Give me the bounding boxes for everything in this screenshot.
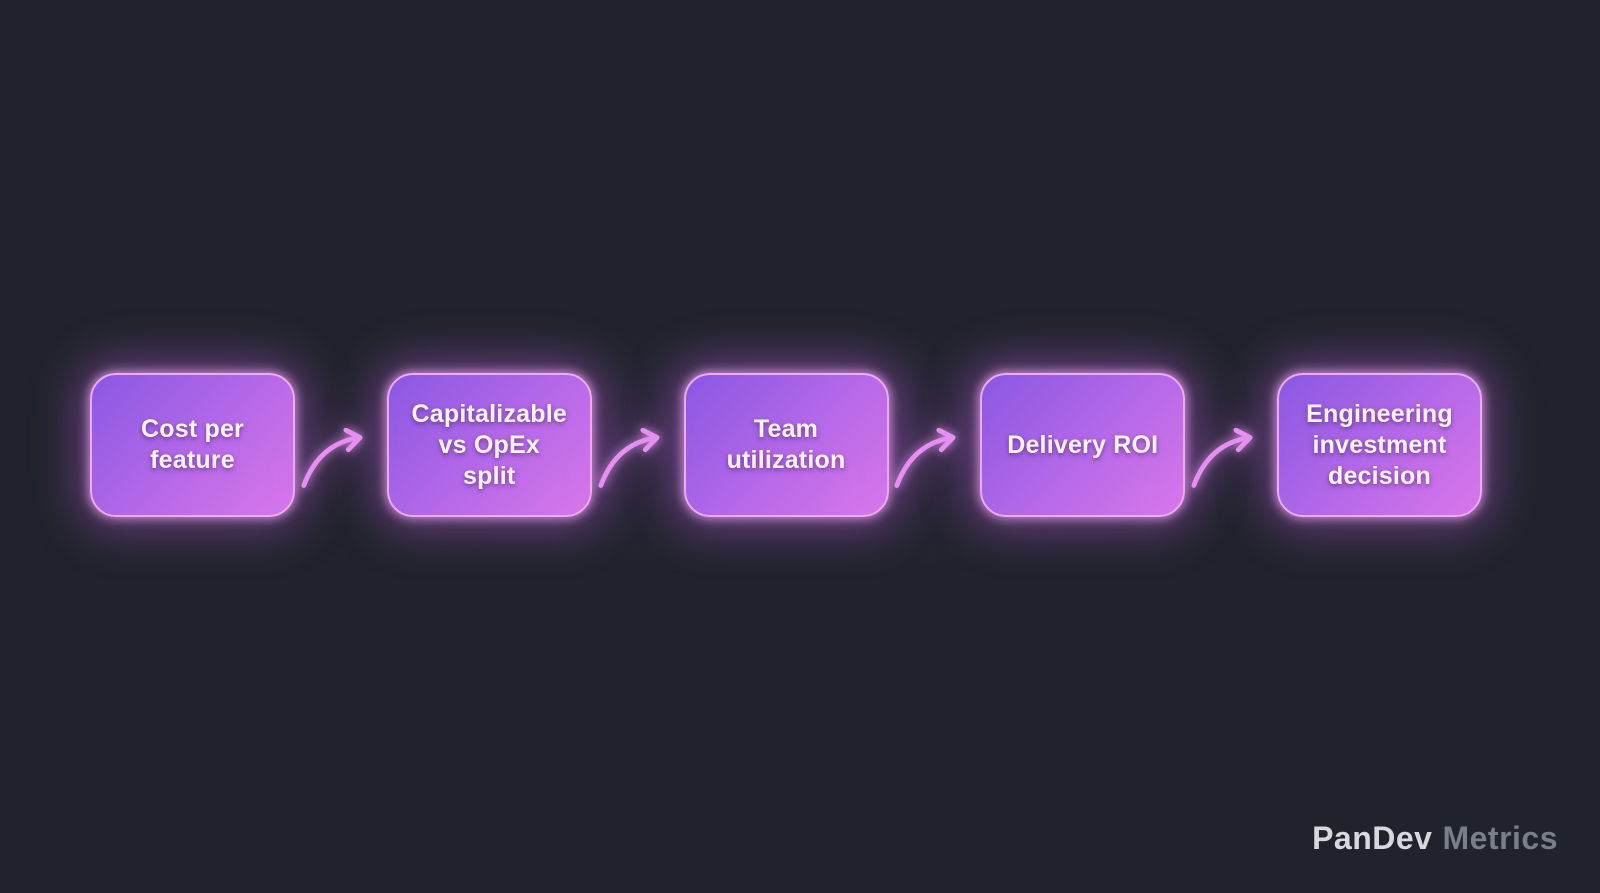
curved-right-arrow-icon [301,428,363,488]
flow-node-delivery-roi: Delivery ROI [980,373,1186,517]
node-label: Delivery ROI [1007,430,1159,459]
node-label: Engineering investment decision [1306,399,1453,490]
node-label: Team utilization [726,415,846,474]
flow-node-capitalizable-vs-opex-split: Capitalizable vs OpEx split [386,373,592,517]
node-label: Cost per feature [140,415,244,474]
flow-node-cost-per-feature: Cost per feature [90,373,295,517]
flow-node-engineering-investment-decision: Engineering investment decision [1277,373,1482,517]
node-label: Capitalizable vs OpEx split [411,399,567,490]
curved-right-arrow-icon [894,428,956,488]
curved-right-arrow-icon [1191,428,1253,488]
brand-primary: PanDev [1312,820,1433,856]
flow-node-team-utilization: Team utilization [683,373,889,517]
flow-diagram: Cost per feature Capitalizable vs OpEx s… [90,373,1482,517]
brand-secondary: Metrics [1442,820,1558,856]
curved-right-arrow-icon [598,428,660,488]
